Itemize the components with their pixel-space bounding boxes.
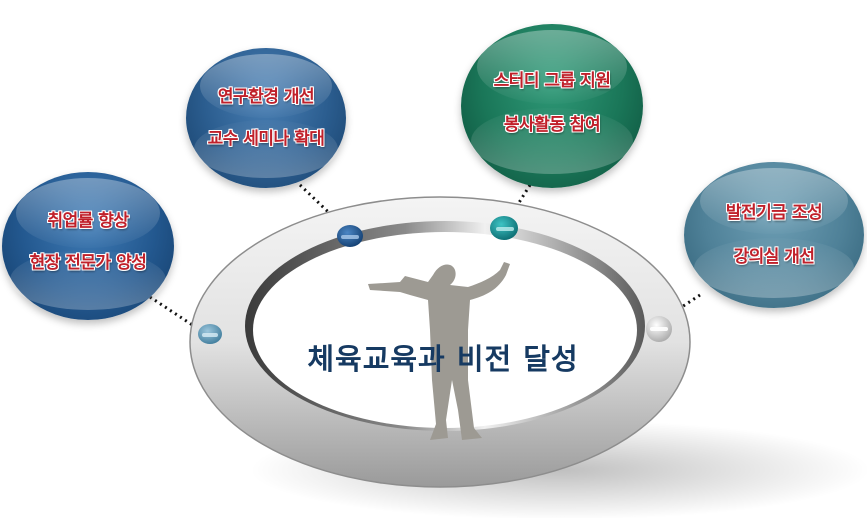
center-title: 체육교육과 비전 달성 [307, 342, 579, 376]
bubble-line-2: 봉사활동 참여 [503, 115, 601, 135]
goal-bubble-employment: 취업률 향상 현장 전문가 양성 [2, 172, 174, 320]
conductor-silhouette-icon [368, 262, 510, 440]
bubble-line-2: 교수 세미나 확대 [207, 129, 325, 149]
bubble-line-2: 강의실 개선 [733, 247, 815, 267]
bubble-line-1: 취업률 향상 [47, 211, 129, 231]
goal-bubble-research: 연구환경 개선 교수 세미나 확대 [186, 48, 346, 188]
goal-bubble-study: 스터디 그룹 지원 봉사활동 참여 [461, 24, 643, 188]
bubble-line-1: 연구환경 개선 [217, 87, 315, 107]
bubble-line-1: 발전기금 조성 [725, 203, 823, 223]
goal-bubble-funding: 발전기금 조성 강의실 개선 [684, 162, 864, 308]
bubble-line-1: 스터디 그룹 지원 [493, 71, 611, 91]
bubble-line-2: 현장 전문가 양성 [29, 253, 147, 273]
